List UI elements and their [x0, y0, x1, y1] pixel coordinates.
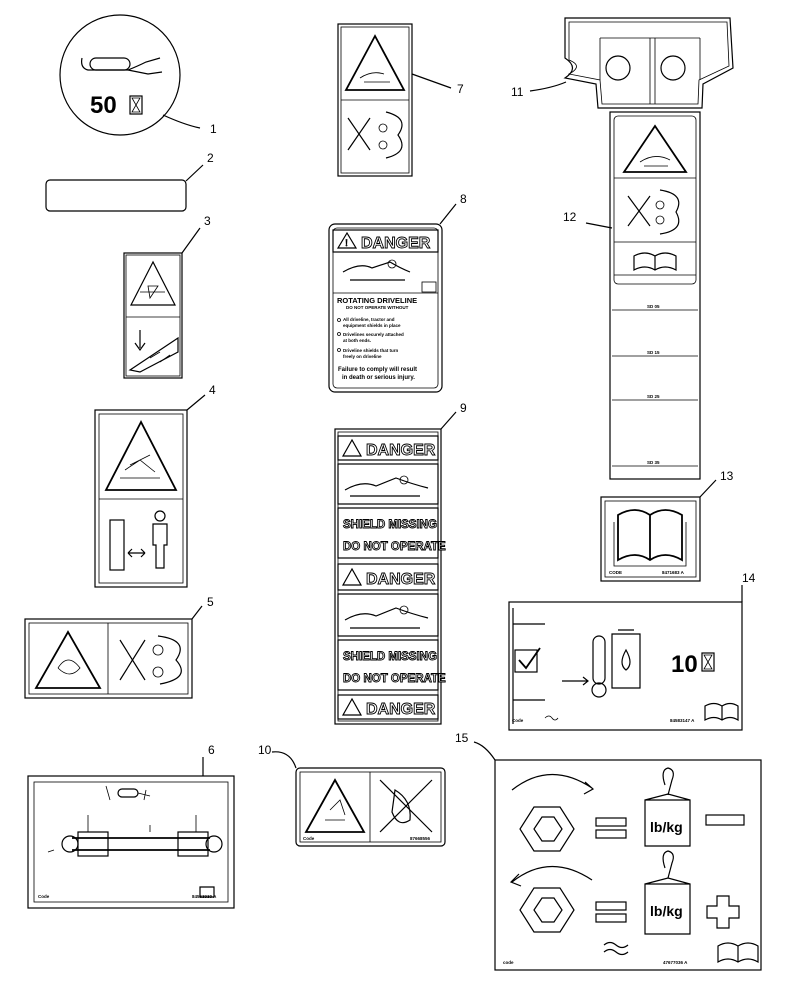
- callout-11: 11: [511, 85, 524, 99]
- decal-8-bullet-2: Drivelines securely attached: [343, 332, 404, 337]
- decal-9-shield-missing-1: SHIELD MISSING: [343, 519, 437, 531]
- decal-8-bullet-2b: at both ends.: [343, 338, 371, 343]
- decal-9-do-not-operate-1: DO NOT OPERATE: [343, 541, 446, 553]
- decal-13-code-label: CODE: [609, 570, 622, 575]
- callout-8: 8: [460, 192, 467, 206]
- decal-2-blank: [45, 179, 187, 212]
- decal-10-warning: Code 87668556: [295, 767, 446, 847]
- decal-15-unit-2: lb/kg: [650, 903, 683, 919]
- callout-14: 14: [742, 571, 756, 585]
- callout-6: 6: [208, 743, 215, 757]
- decal-15-code-label: code: [503, 960, 514, 965]
- decal-14-code-label: Code: [512, 718, 524, 723]
- decal-9-shield-missing-2: SHIELD MISSING: [343, 651, 437, 663]
- decal-12-row-1: SD 15: [647, 350, 660, 355]
- decal-8-bullet-3b: freely on driveline: [343, 354, 382, 359]
- callout-2: 2: [207, 151, 214, 165]
- decal-5-warning: [24, 618, 193, 699]
- decal-14-interval: 10 Code 84583147 A: [508, 601, 743, 731]
- decal-10-code-label: Code: [303, 836, 315, 841]
- decal-12-row-2: SD 25: [647, 394, 660, 399]
- decal-12-row-0: SD 05: [647, 304, 660, 309]
- callout-4: 4: [209, 383, 216, 397]
- decal-3-warning: [123, 252, 183, 379]
- decal-4-warning: [94, 409, 188, 588]
- callout-12: 12: [563, 210, 577, 224]
- decal-8-footer-1: Failure to comply will result: [338, 367, 417, 373]
- decal-9-danger-2: DANGER: [366, 571, 436, 588]
- decal-8-header: DANGER: [361, 235, 431, 252]
- callout-1: 1: [210, 122, 217, 136]
- decal-1-grease-interval: 50: [59, 14, 181, 136]
- decal-9-danger-shield: DANGER SHIELD MISSING DO NOT OPERATE DAN…: [334, 428, 446, 725]
- decal-8-title: ROTATING DRIVELINE: [337, 296, 417, 305]
- decal-6-code-label: Code: [38, 894, 50, 899]
- decal-13-code: 8471683 A: [662, 570, 685, 575]
- decal-15-code: 47677036 A: [663, 960, 688, 965]
- callout-15: 15: [455, 731, 469, 745]
- svg-text:!: !: [345, 238, 348, 248]
- decal-13-manual: CODE 8471683 A: [600, 496, 701, 582]
- decal-6-driveline: Code 84563930 A: [27, 775, 235, 909]
- decal-11-holder: [563, 17, 734, 109]
- callout-10: 10: [258, 743, 272, 757]
- decal-8-subtitle: DO NOT OPERATE WITHOUT: [346, 305, 409, 310]
- decal-10-code: 87668556: [410, 836, 431, 841]
- decal-15-torque: lb/kg lb/kg code 47677036 A: [494, 759, 762, 971]
- decal-9-danger-1: DANGER: [366, 442, 436, 459]
- callout-3: 3: [204, 214, 211, 228]
- decal-15-unit-1: lb/kg: [650, 819, 683, 835]
- decal-8-bullet-3: Driveline shields that turn: [343, 348, 399, 353]
- decal-7-warning: [337, 23, 413, 177]
- decal-12-tube: SD 05 SD 15 SD 25 SD 35: [609, 111, 701, 480]
- callout-13: 13: [720, 469, 734, 483]
- callout-5: 5: [207, 595, 214, 609]
- decal-9-danger-3: DANGER: [366, 701, 436, 718]
- decal-14-code: 84583147 A: [670, 718, 695, 723]
- decal-8-footer-2: in death or serious injury.: [342, 375, 415, 381]
- callout-9: 9: [460, 401, 467, 415]
- decal-1-hours: 50: [90, 92, 117, 119]
- decal-8-bullet-1b: equipment shields in place: [343, 323, 401, 328]
- decal-14-hours: 10: [671, 651, 698, 678]
- decal-9-do-not-operate-2: DO NOT OPERATE: [343, 673, 446, 685]
- callouts: 1 2 3 4 5 6 7 8 9 10 11 12 13 14 15: [162, 73, 756, 776]
- decal-8-danger-driveline: ! DANGER ROTATING DRIVELINE DO NOT OPERA…: [328, 223, 443, 393]
- callout-7: 7: [457, 82, 464, 96]
- decal-8-bullet-1: All driveline, tractor and: [343, 317, 395, 322]
- decal-12-row-3: SD 35: [647, 460, 660, 465]
- decal-6-code: 84563930 A: [192, 894, 217, 899]
